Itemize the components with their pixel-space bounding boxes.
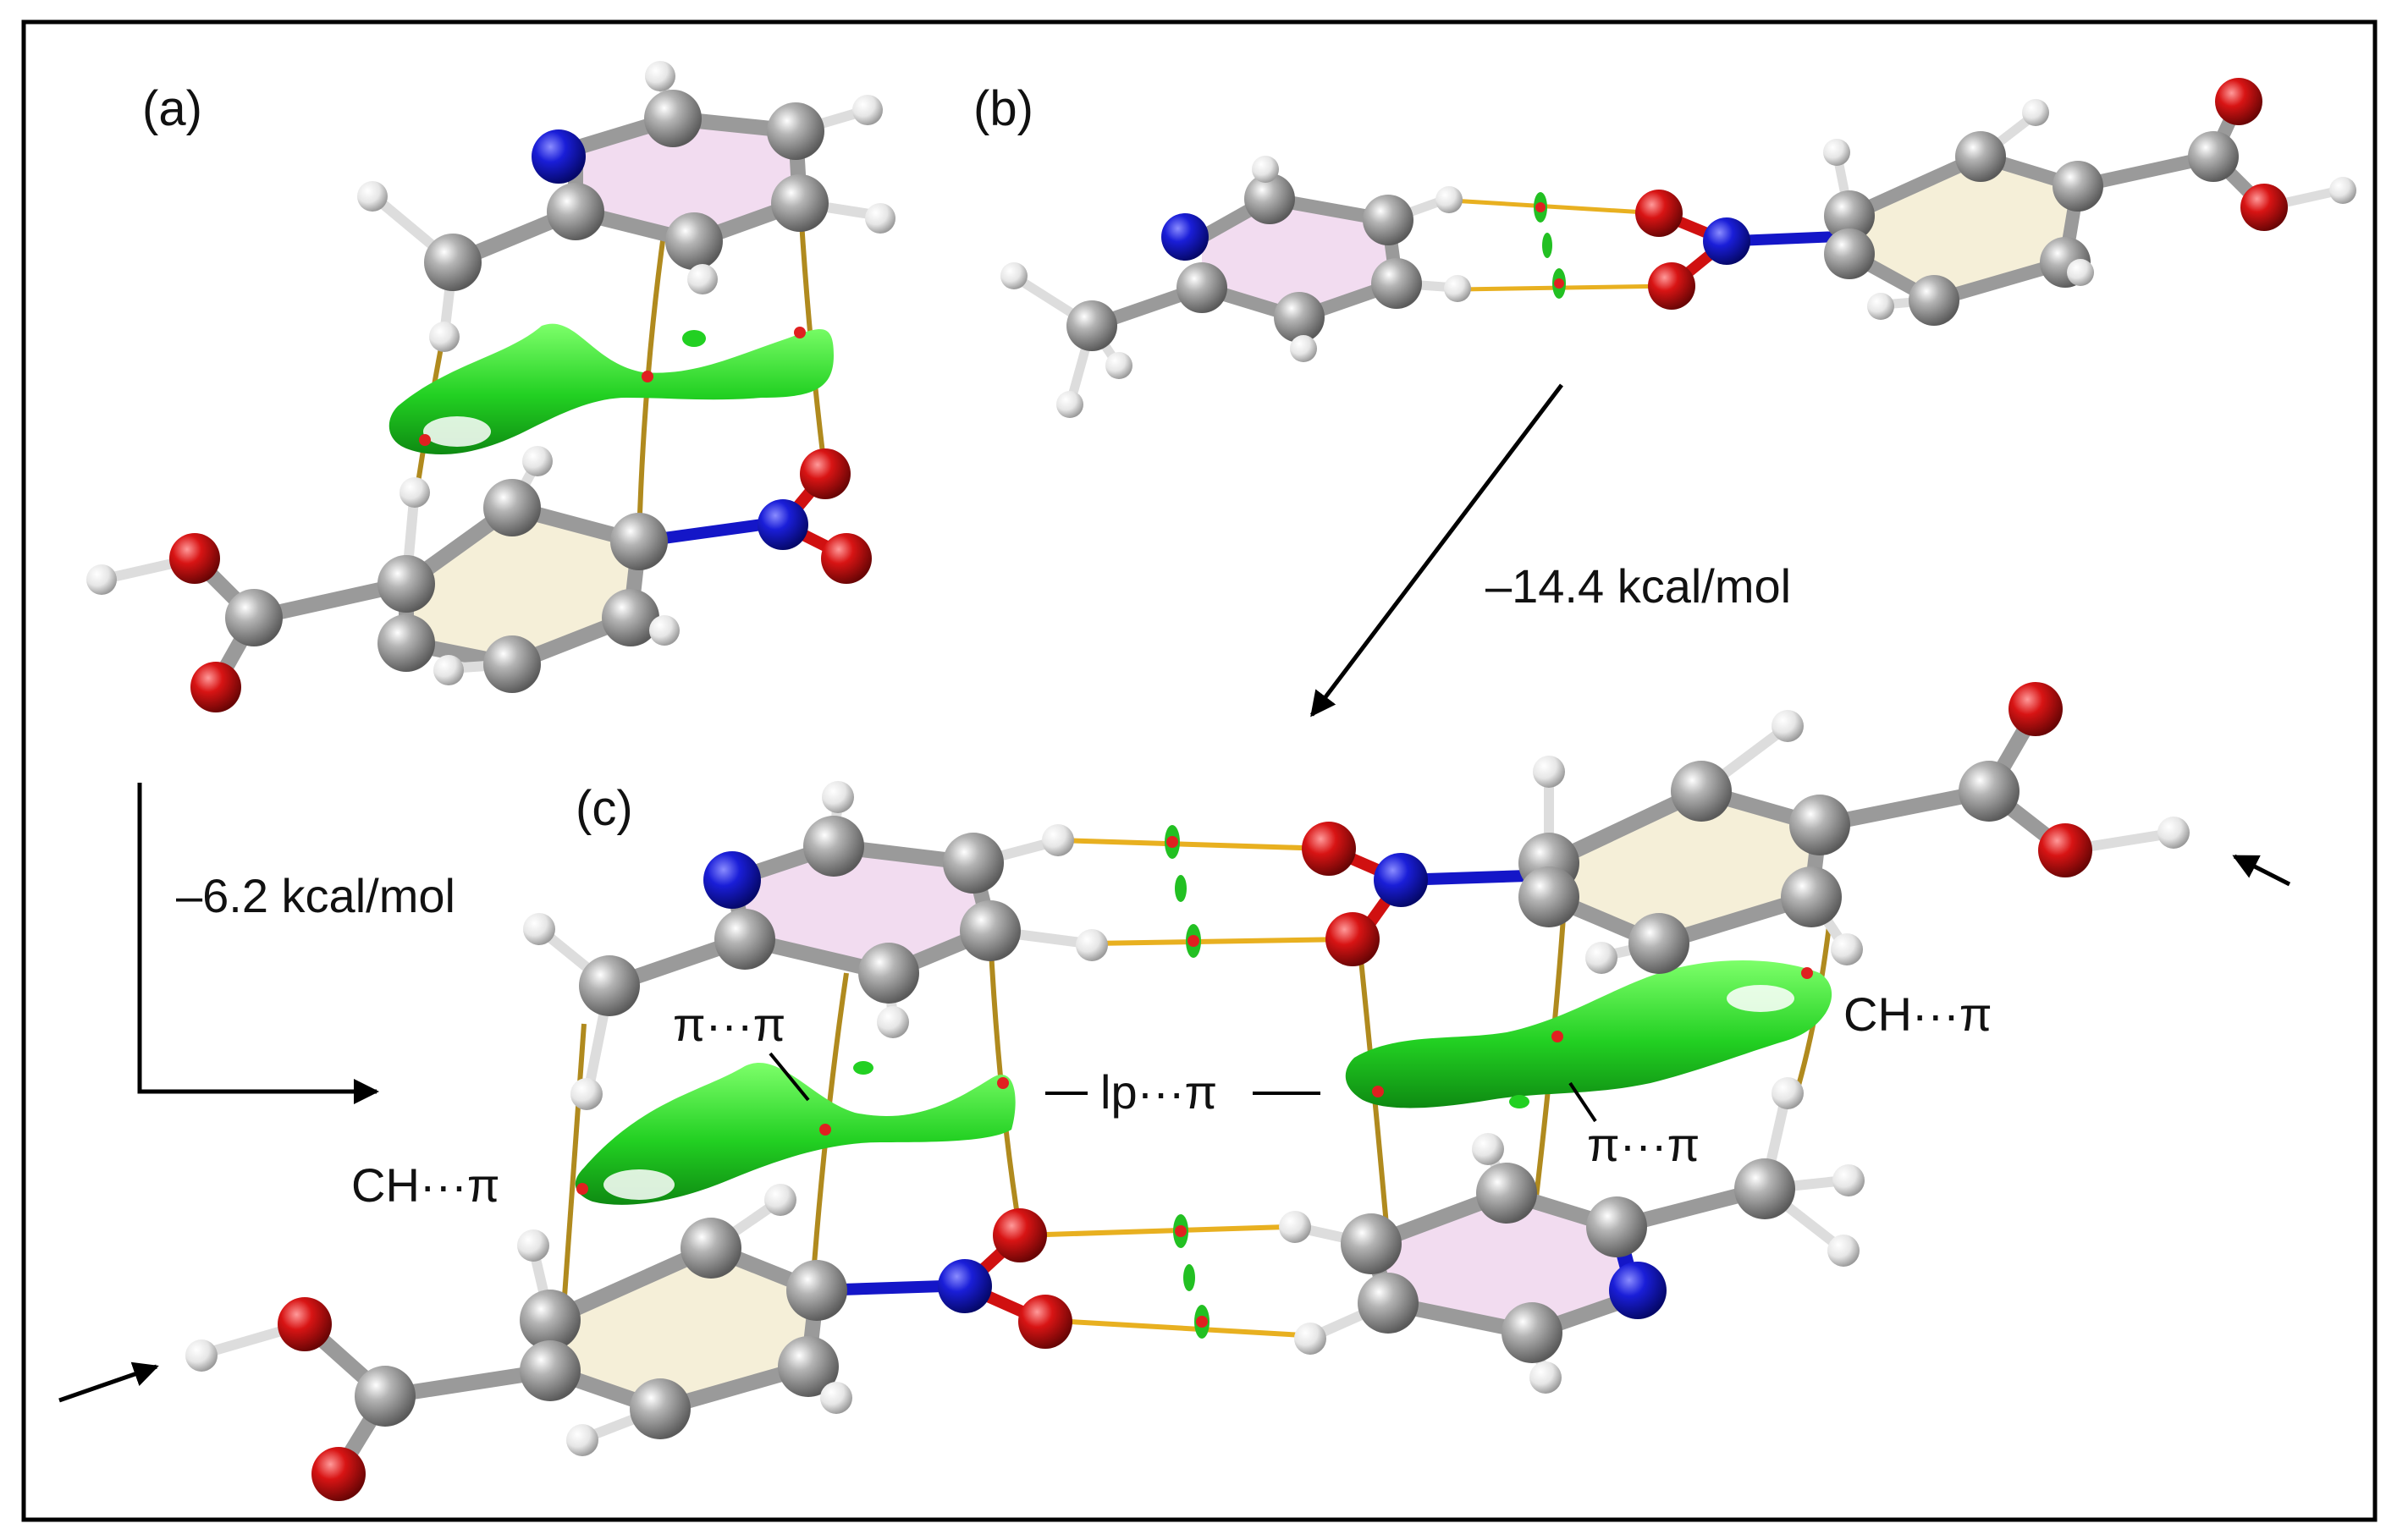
panel-b-atoms xyxy=(1000,78,2356,418)
pi-pi-label-right: π···π xyxy=(1587,1118,1700,1171)
figure-frame xyxy=(21,19,2378,1522)
pi-pi-label-left: π···π xyxy=(673,998,785,1051)
panel-b-molecules xyxy=(1000,78,2356,418)
energy-label-b-to-c: –14.4 kcal/mol xyxy=(1485,559,1791,613)
panel-a-molecules xyxy=(86,61,895,712)
lp-pi-label: lp···π xyxy=(1100,1065,1217,1119)
pi-pi-right-leader xyxy=(1568,1081,1597,1123)
panel-a-label: (a) xyxy=(142,81,202,136)
panel-c-nci-surfaces xyxy=(575,960,1832,1205)
panel-c-critical-points xyxy=(576,967,1813,1195)
pointer-arrow-right xyxy=(2232,854,2291,887)
panel-b-hbond-paths xyxy=(1451,198,1672,292)
ch-pi-label-left: CH···π xyxy=(351,1158,499,1212)
panel-b-critical-points xyxy=(1535,202,1564,289)
pi-pi-left-leader xyxy=(769,1052,810,1102)
ch-pi-label-right: CH···π xyxy=(1843,987,1992,1041)
panel-c-molecules xyxy=(185,682,2190,1501)
energy-label-a-to-c: –6.2 kcal/mol xyxy=(176,869,455,922)
arrow-b-to-c xyxy=(1310,383,1563,718)
panel-a-nci-surface xyxy=(388,323,834,455)
panel-b-label: (b) xyxy=(973,81,1033,136)
panel-a-atoms xyxy=(86,61,895,712)
panel-a-pyridine-ring xyxy=(576,118,800,241)
arrow-a-to-c xyxy=(137,783,379,1104)
panel-a-critical-points xyxy=(419,327,806,446)
panel-b-pyridine-ring xyxy=(1202,199,1397,317)
pointer-arrow-left xyxy=(58,1361,159,1403)
panel-c-atoms xyxy=(185,682,2190,1501)
panel-c-label: (c) xyxy=(576,781,633,836)
